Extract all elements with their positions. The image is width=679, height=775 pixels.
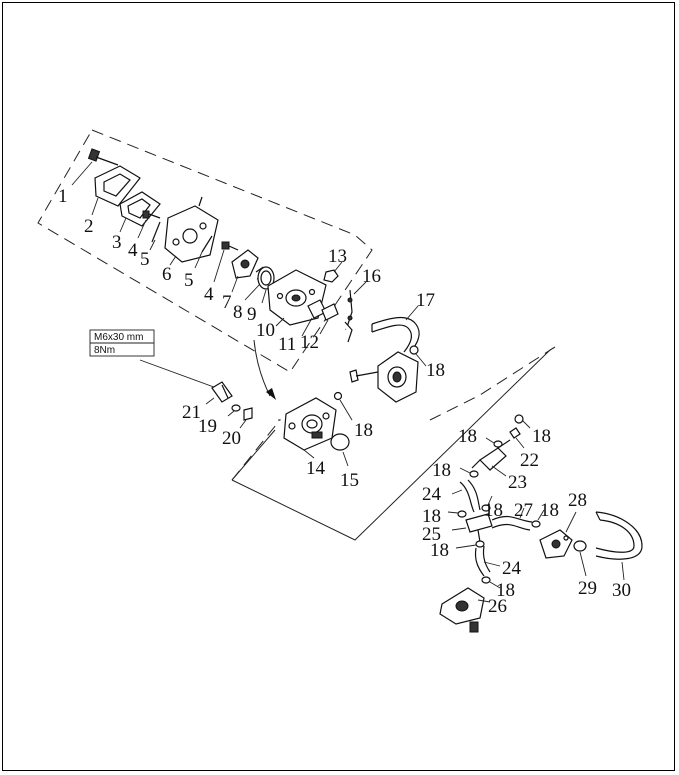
part-24-hose-upper xyxy=(451,479,481,513)
callout-7: 7 xyxy=(222,292,232,313)
spec-bolt-size: M6x30 mm xyxy=(94,332,143,343)
callout-19: 19 xyxy=(198,416,217,437)
callout-14: 14 xyxy=(306,458,326,479)
torque-spec-box: M6x30 mm 8Nm xyxy=(89,329,155,357)
callout-4a: 4 xyxy=(128,240,138,261)
lower-group-outline xyxy=(231,346,556,541)
part-30-hose xyxy=(595,511,643,581)
part-3-gasket xyxy=(119,191,161,233)
callout-15: 15 xyxy=(340,470,359,491)
callout-18-right: 18 xyxy=(532,426,551,447)
callout-30: 30 xyxy=(612,580,631,601)
part-17-fuel-line xyxy=(371,305,420,353)
part-6-adapter-block xyxy=(164,196,219,266)
callout-1: 1 xyxy=(58,186,68,207)
part-15-o-ring xyxy=(330,433,350,467)
part-18-clamp-22 xyxy=(514,414,531,429)
callout-17: 17 xyxy=(416,290,435,311)
callout-3: 3 xyxy=(112,232,122,253)
callout-13: 13 xyxy=(328,246,347,267)
upper-group-outline xyxy=(37,129,373,373)
part-4-screw-lower xyxy=(213,241,239,283)
part-10-housing xyxy=(267,269,327,327)
callout-labels: 1 2 3 4 5 6 5 4 7 8 9 10 11 12 13 16 17 … xyxy=(58,186,631,617)
callout-24-lower: 24 xyxy=(502,558,522,579)
callout-18-lower-left: 18 xyxy=(430,540,449,561)
part-18-clamp-24b xyxy=(481,576,501,589)
part-7-diaphragm-cover xyxy=(231,249,259,293)
callout-22: 22 xyxy=(520,450,539,471)
part-2-gasket xyxy=(91,165,141,216)
part-19-washer xyxy=(227,404,241,417)
callout-9: 9 xyxy=(247,304,257,325)
part-21-bolt xyxy=(205,381,233,405)
callout-18-pump: 18 xyxy=(354,420,373,441)
carburetor-assembly xyxy=(349,351,419,403)
part-18-clamp-23b xyxy=(459,467,479,478)
callout-18-carb: 18 xyxy=(426,360,445,381)
callout-18-filter-top: 18 xyxy=(458,426,477,447)
callout-18-t-top: 18 xyxy=(484,500,503,521)
part-23-fuel-filter xyxy=(471,439,511,477)
part-27-hose xyxy=(491,507,533,531)
part-18-clamp-24a xyxy=(455,540,485,549)
part-1-bolt xyxy=(71,148,119,186)
part-28-fuel-valve xyxy=(539,511,577,559)
part-5-pin-lower xyxy=(194,235,213,269)
part-18-clamp-27 xyxy=(531,509,545,528)
callout-26: 26 xyxy=(488,596,507,617)
spec-torque: 8Nm xyxy=(94,345,115,356)
callout-5b: 5 xyxy=(184,270,194,291)
callout-29: 29 xyxy=(578,578,597,599)
callout-10: 10 xyxy=(256,320,275,341)
callout-27: 27 xyxy=(514,500,533,521)
callout-5a: 5 xyxy=(140,249,150,270)
callout-6: 6 xyxy=(162,264,172,285)
callout-23: 23 xyxy=(508,472,527,493)
callout-16: 16 xyxy=(362,266,381,287)
callout-18-filter-left: 18 xyxy=(432,460,451,481)
callout-24-upper: 24 xyxy=(422,484,442,505)
part-26-fuel-pump-lower xyxy=(439,587,491,633)
callout-11: 11 xyxy=(278,334,296,355)
callout-2: 2 xyxy=(84,216,94,237)
part-25-t-connector xyxy=(451,513,493,543)
part-22-clamp xyxy=(509,427,525,449)
assembly-arrow xyxy=(253,339,276,400)
callout-25: 25 xyxy=(422,524,441,545)
part-13-nut xyxy=(323,261,343,283)
spec-box-leader xyxy=(139,359,223,391)
part-4-screw-upper xyxy=(137,210,161,239)
part-18-clamp-upper xyxy=(409,345,427,367)
part-29-o-ring xyxy=(573,540,587,577)
callout-21: 21 xyxy=(182,402,201,423)
callout-12: 12 xyxy=(300,332,319,353)
part-24-hose-lower xyxy=(474,545,501,577)
part-9-diaphragm xyxy=(257,266,275,304)
part-12-plug xyxy=(319,303,339,335)
callout-18-t-left: 18 xyxy=(422,506,441,527)
part-18-clamp-25a xyxy=(447,510,467,518)
callout-4b: 4 xyxy=(204,284,214,305)
callout-8: 8 xyxy=(233,302,243,323)
callout-20: 20 xyxy=(222,428,241,449)
part-5-pin-upper xyxy=(149,221,161,251)
callout-18-lower: 18 xyxy=(496,580,515,601)
callout-28: 28 xyxy=(568,490,587,511)
part-16-linkage xyxy=(344,281,367,343)
callout-18-valve: 18 xyxy=(540,500,559,521)
part-20-washer xyxy=(239,407,253,429)
part-18-clamp-23a xyxy=(485,437,503,448)
part-18-clamp-pump xyxy=(333,391,353,421)
part-14-fuel-pump xyxy=(283,397,337,459)
part-18-clamp-25b xyxy=(481,495,493,512)
